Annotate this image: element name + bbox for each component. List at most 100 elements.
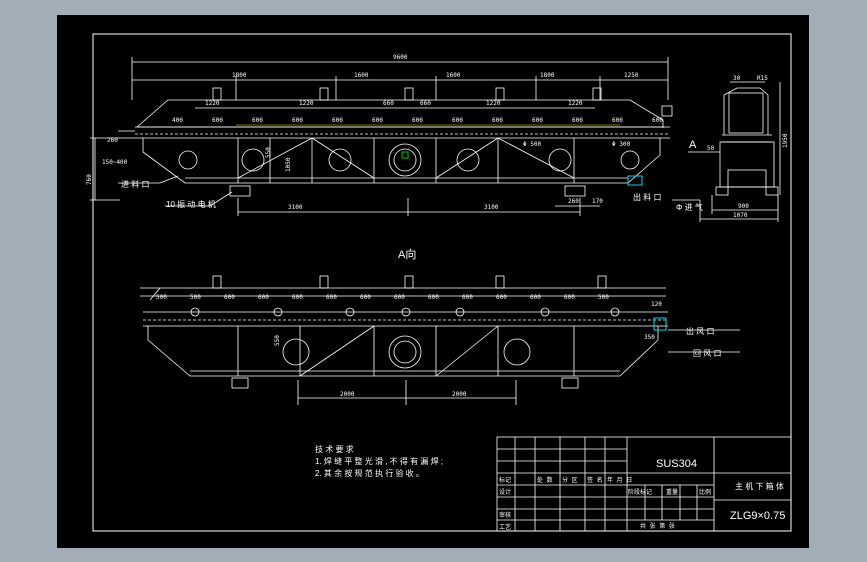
a-view-text: A向 500 500 600 600 600 600 600 600 600 600 600 600 6… (156, 247, 721, 398)
note-air-outlet: 出 风 口 (686, 326, 714, 336)
mid-label: 年 月 日 (607, 476, 632, 484)
a-view-title: A向 (398, 247, 416, 261)
dim-side-radius: R15 (757, 75, 768, 82)
dim-left: 260 (107, 137, 118, 144)
dim-pitch: 600 (492, 117, 503, 124)
drawing-sheet (57, 15, 809, 548)
side-view (672, 81, 781, 222)
row-label: 标记 (499, 476, 511, 484)
front-pitch-row: 400 600 600 600 600 600 600 600 600 600 600 600 600 (172, 117, 663, 124)
drawing-name: 主 机 下 箱 体 (735, 481, 784, 491)
dim-pitch: 600 (326, 294, 337, 301)
outlet-block (653, 317, 667, 331)
note-air-inlet: Φ 进 气 (676, 202, 703, 212)
dim-end: 170 (592, 198, 603, 205)
a-view-pitch-row: 500 500 600 600 600 600 600 600 600 600 600 600 600 5… (156, 294, 609, 301)
dim-pitch: 600 (496, 294, 507, 301)
side-dims: A 30 R15 900 1070 1950 50 Φ 进 气 (676, 75, 789, 219)
dim-pitch: 600 (258, 294, 269, 301)
dim-end: 260 (568, 198, 579, 205)
dim-side-offset: 50 (707, 145, 715, 152)
dim-pitch: 500 (190, 294, 201, 301)
dim-section: 1600 (354, 72, 369, 79)
tech-notes: 技 术 要 求 1. 焊 缝 平 整 光 滑 , 不 得 有 漏 焊 ; 2. … (315, 444, 443, 478)
right-label: 阶段标记 (628, 488, 652, 496)
dim-pitch: 600 (532, 117, 543, 124)
note-vibration-motor: 10 振 动 电 机 (166, 199, 216, 209)
dim-section: 1600 (446, 72, 461, 79)
note-discharge: 出 料 口 (633, 192, 661, 202)
dim-a-end: 350 (644, 334, 655, 341)
dim-inlet: 1220 (299, 100, 314, 107)
dim-pitch: 600 (612, 117, 623, 124)
dim-inlet: 1220 (205, 100, 220, 107)
note-feed-inlet: 进 料 口 (121, 179, 149, 189)
dim-inlet: 660 (420, 100, 431, 107)
dim-side-bottom: 1070 (733, 212, 748, 219)
dim-section: 1800 (232, 72, 247, 79)
note-air-return: 回 风 口 (693, 349, 721, 358)
front-dims: 9600 1800 1600 1600 1800 1250 1220 1220 … (86, 54, 663, 211)
dim-support: 3100 (288, 204, 303, 211)
mid-label: 签 名 (587, 476, 603, 484)
note-port-300: Φ 300 (612, 141, 630, 148)
dim-a-bottom: 2000 (452, 391, 467, 398)
dim-side-top: 30 (733, 75, 741, 82)
dim-pitch: 400 (172, 117, 183, 124)
dim-height: 550 (265, 147, 272, 158)
drawing-code: ZLG9×0.75 (730, 510, 785, 522)
linework (90, 57, 792, 532)
dim-left: 150~400 (102, 159, 128, 166)
dim-pitch: 600 (564, 294, 575, 301)
row-label: 工艺 (499, 523, 511, 531)
dim-inlet: 1220 (486, 100, 501, 107)
dim-height: 760 (86, 174, 93, 185)
motor-block (627, 175, 643, 186)
dim-a-right: 120 (651, 301, 662, 308)
dim-pitch: 600 (252, 117, 263, 124)
dim-overall-length: 9600 (393, 54, 408, 61)
dim-pitch: 500 (156, 294, 167, 301)
row-label: 审核 (499, 511, 511, 519)
title-block-text: SUS304 主 机 下 箱 体 ZLG9×0.75 标记 设计 审核 工艺 处… (499, 458, 785, 531)
dim-side-height: 1950 (782, 133, 789, 148)
dim-pitch: 600 (530, 294, 541, 301)
tech-notes-heading: 技 术 要 求 (315, 444, 354, 454)
material-label: SUS304 (656, 458, 697, 470)
dim-pitch: 600 (332, 117, 343, 124)
dim-pitch: 500 (598, 294, 609, 301)
tech-note-line: 2. 其 余 按 规 范 执 行 验 收 。 (315, 468, 424, 478)
dim-a-bottom: 2000 (340, 391, 355, 398)
sheet-footer: 共 张 第 张 (640, 522, 675, 530)
dim-inlet: 660 (383, 100, 394, 107)
center-mark (401, 151, 409, 159)
front-view (90, 57, 673, 216)
dim-pitch: 600 (394, 294, 405, 301)
dim-pitch: 600 (224, 294, 235, 301)
a-view (140, 275, 740, 405)
dim-pitch: 600 (572, 117, 583, 124)
dim-pitch: 600 (360, 294, 371, 301)
dim-inlet: 1220 (568, 100, 583, 107)
color-accents (236, 124, 667, 331)
dim-pitch: 600 (462, 294, 473, 301)
right-label: 比例 (699, 488, 711, 496)
dim-pitch: 600 (652, 117, 663, 124)
dim-pitch: 600 (212, 117, 223, 124)
dim-pitch: 600 (452, 117, 463, 124)
tech-note-line: 1. 焊 缝 平 整 光 滑 , 不 得 有 漏 焊 ; (315, 456, 443, 466)
dim-section: 1250 (624, 72, 639, 79)
drawing-frame (92, 33, 792, 532)
dim-pitch: 600 (412, 117, 423, 124)
dim-a-end: 550 (274, 335, 281, 346)
row-label: 设计 (499, 488, 511, 496)
note-port-500: Φ 500 (523, 141, 541, 148)
dim-pitch: 600 (292, 294, 303, 301)
dim-pitch: 600 (372, 117, 383, 124)
mid-label: 分 区 (562, 476, 578, 484)
title-block (496, 436, 792, 532)
dim-pitch: 600 (428, 294, 439, 301)
dim-pitch: 600 (292, 117, 303, 124)
